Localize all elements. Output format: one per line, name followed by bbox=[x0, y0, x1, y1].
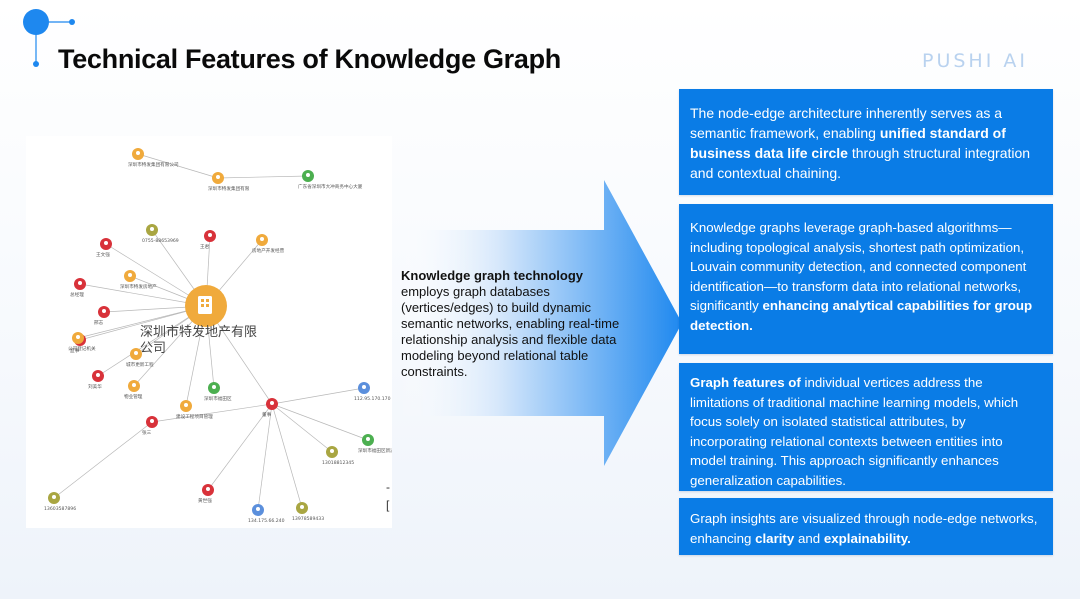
node-glyph-icon bbox=[330, 449, 334, 453]
graph-node-label: 物业管理 bbox=[124, 393, 143, 400]
node-glyph-icon bbox=[306, 173, 310, 177]
graph-edge bbox=[77, 305, 207, 339]
node-glyph-icon bbox=[136, 151, 140, 155]
graph-edge bbox=[53, 421, 153, 499]
center-node-label-1: 深圳市特发地产有限 bbox=[140, 324, 257, 340]
graph-node-label: 邢志 bbox=[94, 319, 104, 326]
graph-node-label: 王文强 bbox=[96, 251, 110, 258]
graph-node-label: 深圳市福田区 bbox=[204, 395, 232, 402]
node-glyph-icon bbox=[76, 335, 80, 339]
node-glyph-icon bbox=[132, 383, 136, 387]
node-glyph-icon bbox=[104, 241, 108, 245]
node-glyph-icon bbox=[128, 273, 132, 277]
building-icon bbox=[198, 296, 212, 314]
node-glyph-icon bbox=[256, 507, 260, 511]
graph-node-label: 王君 bbox=[200, 244, 210, 250]
node-glyph-icon bbox=[96, 373, 100, 377]
graph-node-label: 黄世强 bbox=[198, 497, 212, 504]
graph-node-label: 112.95.170.170 bbox=[354, 396, 391, 402]
graph-node-label: 13978589433 bbox=[292, 516, 324, 522]
graph-edge bbox=[151, 403, 273, 423]
node-glyph-icon bbox=[52, 495, 56, 499]
graph-node-label: 房地产开发经营 bbox=[252, 247, 285, 254]
graph-node-label: 总经理 bbox=[70, 291, 84, 298]
graph-node-label: 建设工程项目管理 bbox=[176, 413, 213, 420]
cropped-text-fragment: - [ bbox=[386, 480, 390, 512]
graph-edge bbox=[79, 283, 207, 307]
feature-card-visualization: Graph insights are visualized through no… bbox=[679, 498, 1053, 555]
graph-node-label: 广东省深圳市大冲商务中心大厦 bbox=[298, 183, 363, 190]
node-glyph-icon bbox=[300, 505, 304, 509]
graph-edge bbox=[257, 403, 273, 511]
feature-card-architecture: The node-edge architecture inherently se… bbox=[679, 89, 1053, 195]
node-glyph-icon bbox=[78, 281, 82, 285]
graph-edge bbox=[79, 305, 207, 341]
graph-edge bbox=[271, 403, 303, 509]
node-glyph-icon bbox=[362, 385, 366, 389]
arrow-graphic bbox=[398, 180, 682, 466]
graph-node-label: 公司登记机关 bbox=[68, 345, 96, 352]
graph-node-label: 刘美华 bbox=[88, 383, 102, 390]
node-glyph-icon bbox=[366, 437, 370, 441]
node-glyph-icon bbox=[270, 401, 274, 405]
graph-edge bbox=[217, 175, 309, 179]
node-glyph-icon bbox=[208, 233, 212, 237]
graph-edge bbox=[97, 305, 207, 377]
graph-node-label: 城市更新工程 bbox=[126, 361, 154, 368]
node-glyph-icon bbox=[184, 403, 188, 407]
node-glyph-icon bbox=[260, 237, 264, 241]
node-glyph-icon bbox=[150, 227, 154, 231]
graph-node-label: 张三 bbox=[142, 429, 152, 436]
corner-decoration-icon bbox=[23, 9, 75, 67]
page-title: Technical Features of Knowledge Graph bbox=[58, 44, 561, 74]
graph-edge bbox=[271, 387, 365, 405]
node-glyph-icon bbox=[212, 385, 216, 389]
center-node-label-2: 公司 bbox=[140, 341, 166, 356]
node-glyph-icon bbox=[134, 351, 138, 355]
graph-node-label: 监事 bbox=[70, 347, 80, 354]
graph-node-label: 深圳市特发集团有限 bbox=[208, 185, 250, 192]
graph-edge bbox=[137, 153, 219, 179]
graph-node-label: 深圳市特发房地产 bbox=[120, 283, 157, 290]
graph-node-label: 深圳市福田区新洲路 bbox=[358, 447, 392, 454]
graph-node-label: 13018812345 bbox=[322, 460, 354, 466]
node-glyph-icon bbox=[102, 309, 106, 313]
graph-edge bbox=[271, 403, 333, 453]
arrow-description-bold: Knowledge graph technology bbox=[401, 268, 584, 283]
graph-edge bbox=[207, 403, 273, 491]
node-glyph-icon bbox=[150, 419, 154, 423]
arrow-description: Knowledge graph technology employs graph… bbox=[401, 268, 621, 380]
node-glyph-icon bbox=[216, 175, 220, 179]
graph-node-label: 0755-88653969 bbox=[142, 238, 179, 244]
feature-card-graph-features: Graph features of individual vertices ad… bbox=[679, 363, 1053, 491]
graph-edge bbox=[271, 403, 369, 441]
node-glyph-icon bbox=[206, 487, 210, 491]
graph-node-label: 董事 bbox=[262, 411, 272, 418]
graph-node-label: 134.175.66.240 bbox=[248, 518, 285, 524]
graph-node-label: 深圳市特发集团有限公司 bbox=[128, 161, 179, 168]
knowledge-graph-illustration: 深圳市特发集团有限公司深圳市特发集团有限 广东省深圳市大冲商务中心大厦 0755-8… bbox=[26, 136, 392, 528]
arrow-description-rest: employs graph databases (vertices/edges)… bbox=[401, 284, 620, 379]
brand-logo: PUSHI AI bbox=[922, 50, 1028, 72]
feature-card-algorithms: Knowledge graphs leverage graph-based al… bbox=[679, 204, 1053, 354]
graph-node-label: 13603587896 bbox=[44, 506, 76, 512]
